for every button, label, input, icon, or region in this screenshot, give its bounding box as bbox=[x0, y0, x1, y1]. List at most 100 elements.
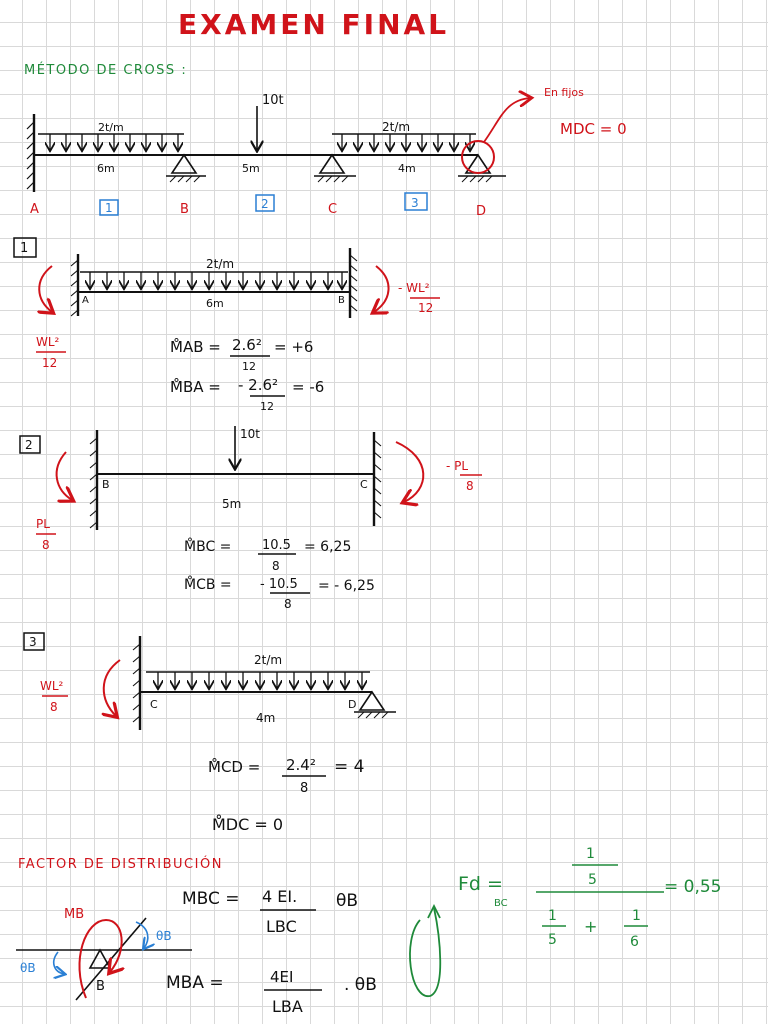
segment-label-2: 2 bbox=[261, 197, 269, 211]
section2-left-num: PL bbox=[36, 517, 50, 531]
fd-plus: + bbox=[584, 917, 597, 936]
theta-label-left: θB bbox=[20, 961, 36, 975]
section3-left-den: 8 bbox=[50, 700, 58, 714]
fd-b1-den: 5 bbox=[548, 932, 557, 948]
distributed-load-right bbox=[342, 134, 470, 150]
section2-span-label: 5m bbox=[222, 497, 241, 511]
section3-number: 3 bbox=[29, 635, 37, 649]
mba-eq-lhs: MBA = bbox=[166, 973, 224, 993]
section1-eq1-num: 2.6² bbox=[232, 336, 262, 354]
segment-box-2 bbox=[255, 194, 275, 212]
mbc-eq-den: LBC bbox=[266, 917, 297, 936]
section3-span-label: 4m bbox=[256, 711, 275, 725]
distribution-factor-heading: FACTOR DE DISTRIBUCIÓN bbox=[18, 856, 223, 872]
section1-number: 1 bbox=[20, 241, 28, 256]
note-arrow bbox=[483, 98, 530, 143]
section3-eq1-num: 2.4² bbox=[286, 756, 316, 774]
section2-eq1-den: 8 bbox=[272, 559, 280, 573]
segment-label-3: 3 bbox=[411, 196, 419, 210]
segment-box-3 bbox=[404, 192, 428, 211]
page-title: EXAMEN FINAL bbox=[178, 8, 449, 41]
section1-left-frac-num: WL² bbox=[36, 335, 60, 349]
support-b bbox=[170, 153, 198, 174]
section3-eq1-rhs: = 4 bbox=[334, 757, 364, 777]
section2-load-label: 10t bbox=[240, 427, 260, 441]
fixed-end-circle bbox=[461, 140, 495, 174]
section3-box bbox=[23, 632, 45, 651]
method-label: MÉTODO DE CROSS : bbox=[24, 62, 187, 78]
point-load-label: 10t bbox=[262, 93, 284, 108]
distributed-load-left bbox=[50, 134, 178, 150]
section1-left-frac-den: 12 bbox=[42, 356, 57, 370]
section1-eq2-rhs: = -6 bbox=[292, 378, 324, 396]
load-right-label: 2t/m bbox=[382, 120, 410, 134]
section2-node-c: C bbox=[360, 478, 368, 491]
section1-right-moment-arrow bbox=[374, 265, 390, 312]
span-bc-label: 5m bbox=[242, 162, 260, 175]
span-cd-label: 4m bbox=[398, 162, 416, 175]
section1-node-b: B bbox=[338, 295, 345, 306]
mba-eq-den: LBA bbox=[272, 997, 303, 1016]
section2-number: 2 bbox=[25, 438, 33, 452]
fd-b1-num: 1 bbox=[548, 908, 557, 924]
section1-eq1-lhs: M̊AB = bbox=[170, 337, 221, 356]
section1-eq2-num: - 2.6² bbox=[238, 376, 278, 394]
section2-right-moment-arrow bbox=[395, 441, 425, 502]
node-b-label: B bbox=[180, 202, 189, 217]
segment-label-1: 1 bbox=[105, 201, 113, 215]
section2-box bbox=[19, 435, 41, 454]
green-implication-arrow bbox=[409, 907, 442, 997]
section1-right-frac-den: 12 bbox=[418, 301, 433, 315]
theta-label-right: θB bbox=[156, 929, 172, 943]
section2-node-b: B bbox=[102, 478, 110, 491]
node-c-label: C bbox=[328, 202, 337, 217]
section3-eq1-lhs: M̊CD = bbox=[208, 757, 260, 776]
theta-arc-left bbox=[52, 951, 64, 974]
mdc-zero-note: MDC = 0 bbox=[560, 120, 627, 138]
mb-label: MB bbox=[64, 907, 84, 922]
section2-left-moment-arrow bbox=[55, 451, 72, 500]
fd-top-num: 1 bbox=[586, 846, 595, 862]
node-d-label: D bbox=[476, 204, 486, 219]
load-left-label: 2t/m bbox=[98, 121, 124, 134]
section2-eq1-lhs: M̊BC = bbox=[184, 538, 231, 555]
fd-result: = 0,55 bbox=[664, 877, 722, 897]
section2-right-den: 8 bbox=[466, 479, 474, 493]
section2-beam bbox=[89, 426, 382, 530]
section2-eq1-rhs: = 6,25 bbox=[304, 539, 351, 555]
mba-eq-num: 4EI bbox=[270, 968, 293, 986]
node-b-rotation-sketch bbox=[16, 917, 192, 1001]
fd-subscript: BC bbox=[494, 898, 508, 909]
section1-box bbox=[13, 237, 37, 258]
section3-moment-arrow bbox=[104, 659, 121, 716]
section3-left-num: WL² bbox=[40, 679, 64, 693]
section2-left-den: 8 bbox=[42, 538, 50, 552]
section1-eq2-lhs: M̊BA = bbox=[170, 377, 221, 396]
section2-eq2-lhs: M̊CB = bbox=[184, 576, 232, 593]
node-a-label: A bbox=[30, 202, 39, 217]
section3-beam bbox=[132, 636, 396, 730]
moment-curve-arrow bbox=[78, 918, 121, 999]
section1-span-label: 6m bbox=[206, 297, 224, 310]
theta-arc-right bbox=[135, 921, 148, 948]
mbc-eq-num: 4 EI. bbox=[262, 887, 297, 906]
mba-eq-tail: . θB bbox=[344, 975, 377, 995]
fd-top-den: 5 bbox=[588, 872, 597, 888]
section2-eq2-num: - 10.5 bbox=[260, 577, 298, 592]
section1-right-frac-num: - WL² bbox=[398, 281, 430, 295]
fd-b2-den: 6 bbox=[630, 934, 639, 950]
sketch-node-b: B bbox=[96, 979, 105, 994]
support-c bbox=[318, 153, 346, 174]
segment-box-1 bbox=[99, 199, 119, 216]
section3-load-label: 2t/m bbox=[254, 653, 282, 667]
section2-eq1-num: 10.5 bbox=[262, 538, 291, 553]
section1-left-moment-arrow bbox=[39, 265, 52, 312]
section1-beam bbox=[70, 248, 358, 318]
main-beam-diagram bbox=[26, 106, 506, 192]
section3-eq1-den: 8 bbox=[300, 781, 308, 796]
section1-eq1-rhs: = +6 bbox=[274, 338, 313, 356]
section2-eq2-rhs: = - 6,25 bbox=[318, 578, 375, 594]
en-fijos-note: En fijos bbox=[544, 86, 584, 99]
section3-node-c: C bbox=[150, 698, 158, 711]
